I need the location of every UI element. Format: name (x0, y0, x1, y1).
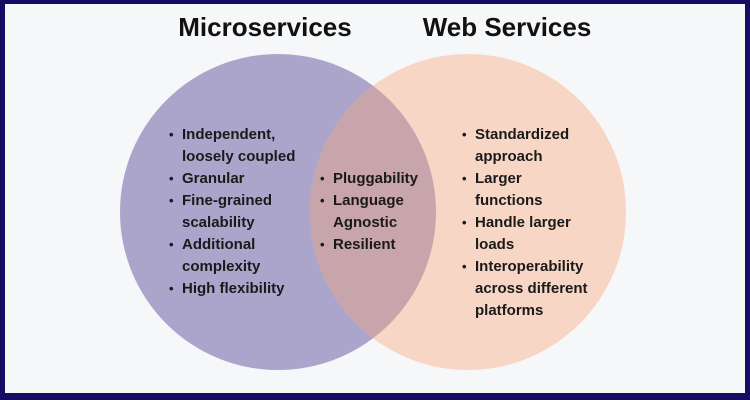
list-item: Resilient (319, 234, 449, 256)
list-item: High flexibility (168, 278, 358, 300)
list-item: Handle larger loads (461, 212, 611, 256)
list-item: Granular (168, 168, 358, 190)
list-item: Fine-grained scalability (168, 190, 358, 234)
list-item: Larger functions (461, 168, 611, 212)
list-item: Independent, loosely coupled (168, 124, 358, 168)
venn-diagram-canvas: Microservices Web Services Independent, … (5, 4, 745, 393)
left-title: Microservices (178, 12, 352, 42)
list-item: Additional complexity (168, 234, 358, 278)
right-circle-list: Standardized approach Larger functions H… (461, 124, 611, 322)
overlap-lens (310, 54, 436, 370)
list-item: Language Agnostic (319, 190, 449, 234)
right-title: Web Services (422, 12, 592, 42)
list-item: Interoperability across different platfo… (461, 256, 611, 322)
left-circle-list: Independent, loosely coupled Granular Fi… (168, 124, 358, 300)
list-item: Standardized approach (461, 124, 611, 168)
overlap-list: Pluggability Language Agnostic Resilient (319, 168, 449, 256)
list-item: Pluggability (319, 168, 449, 190)
